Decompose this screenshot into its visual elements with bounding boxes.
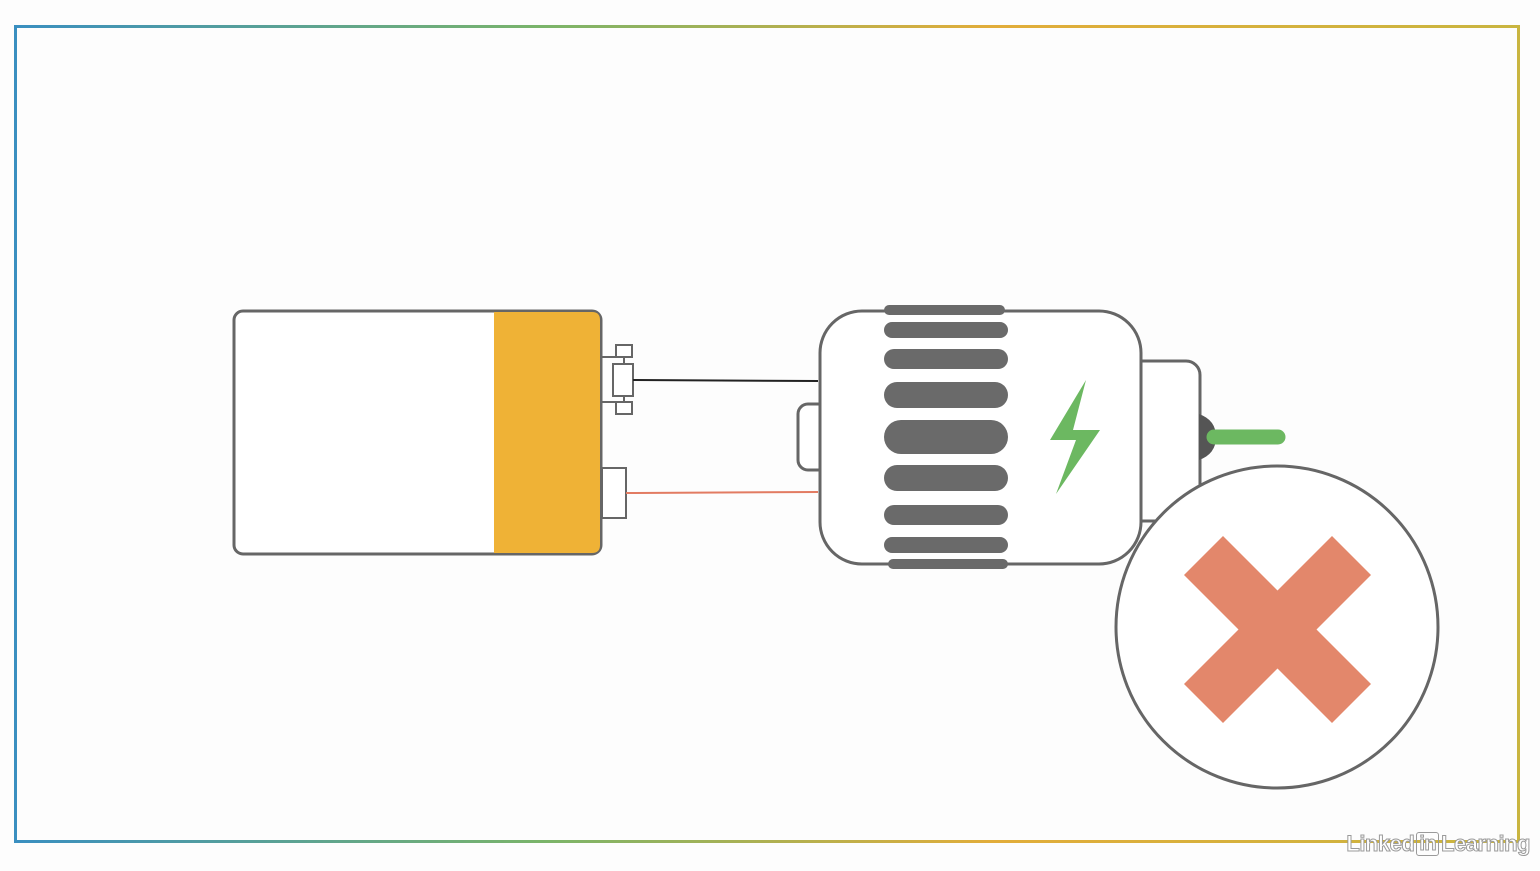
- wire-red: [625, 491, 819, 494]
- brand-text-linked: Linked: [1346, 831, 1415, 857]
- status-badge: [1114, 464, 1440, 790]
- wire-black: [632, 379, 819, 382]
- battery-negative-terminal: [602, 344, 634, 415]
- battery-label-band: [494, 312, 600, 553]
- brand-text-learning: Learning: [1441, 831, 1531, 857]
- motor: [796, 305, 1286, 569]
- battery: [232, 309, 634, 556]
- motor-ribs: [884, 305, 1008, 569]
- x-mark-icon: [1184, 536, 1371, 723]
- lightning-bolt-icon: [1050, 380, 1100, 494]
- brand-in-logo: in: [1416, 832, 1440, 856]
- brand-watermark: Linked in Learning: [1346, 831, 1531, 857]
- battery-positive-terminal: [601, 467, 627, 519]
